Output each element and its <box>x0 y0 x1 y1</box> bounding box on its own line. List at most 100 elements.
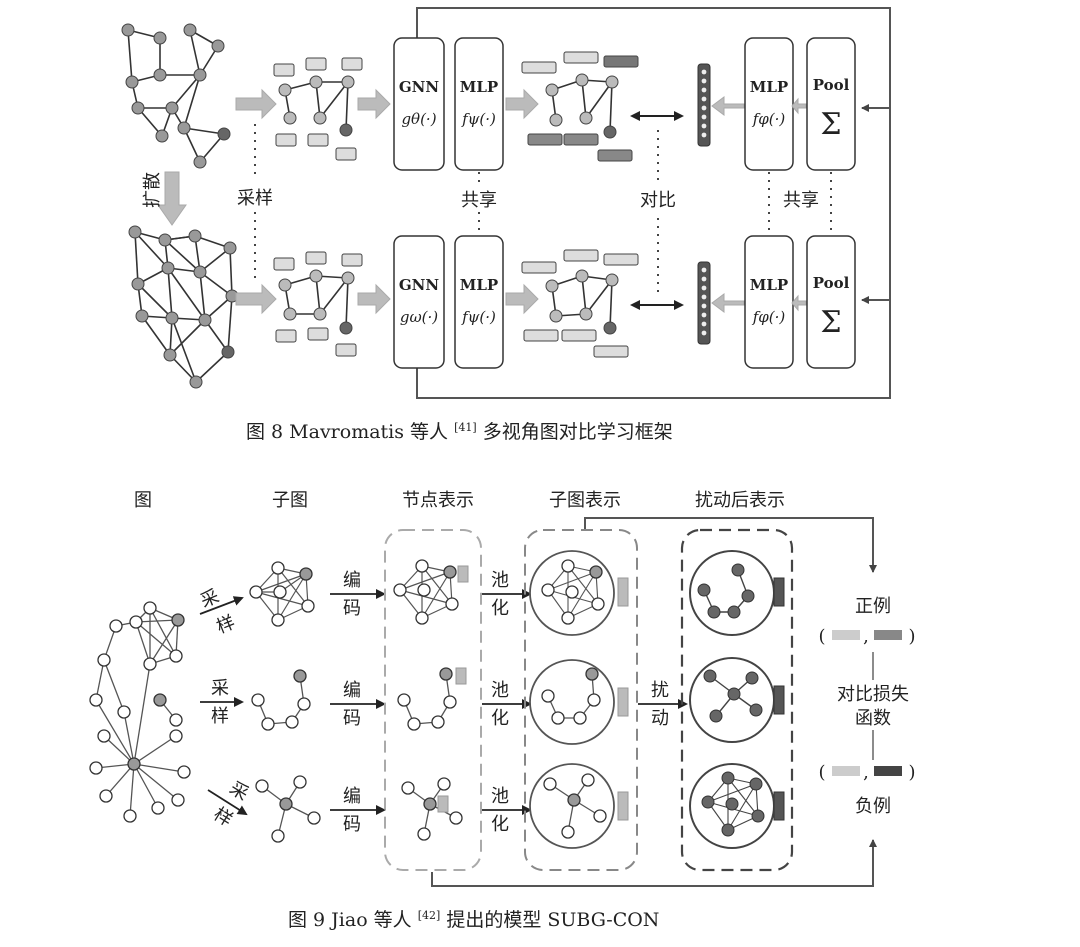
positive-pair-open: ( <box>818 626 825 647</box>
fig9-subgraph-repr-1 <box>529 550 629 636</box>
share-label-1: 共享 <box>461 190 497 211</box>
fig9-encode-top-3: 编 <box>343 786 361 807</box>
mlp-phi-bottom-title: MLP <box>750 276 788 294</box>
fig9-sample-top-1: 采 <box>198 586 223 612</box>
fig8-caption-rest: 多视角图对比学习框架 <box>483 421 673 443</box>
gnn-bottom-fn: gω(·) <box>400 308 438 326</box>
fig9-caption-rest: 提出的模型 SUBG-CON <box>446 909 659 931</box>
fig9-pool-top-1: 池 <box>491 570 509 591</box>
loss-label-1: 对比损失 <box>837 684 909 705</box>
fig9-caption-main: 图 9 Jiao 等人 <box>288 909 412 931</box>
fig9-perturbed-repr-1 <box>689 550 785 636</box>
negative-label: 负例 <box>855 796 891 817</box>
positive-pair-comma: , <box>863 626 869 647</box>
fig8-graph-vector-top <box>697 63 711 147</box>
fig8-caption-main: 图 8 Mavromatis 等人 <box>246 421 448 443</box>
fig9-sample-bottom-2: 样 <box>211 706 229 727</box>
fig9-perturbed-repr-3 <box>689 763 785 849</box>
gnn-box-bottom <box>393 235 445 369</box>
fig8-arrow-mlp-to-vector-bottom <box>711 293 745 313</box>
sample-label: 采样 <box>237 188 273 209</box>
mlp-psi-top-fn: fψ(·) <box>461 110 496 128</box>
fig9-encode-bottom-3: 码 <box>343 814 361 835</box>
negative-pair-sample <box>874 766 902 776</box>
negative-pair: ( , ) <box>818 762 915 783</box>
loss-label-2: 函数 <box>855 708 891 729</box>
fig9-bottom-link <box>431 839 877 887</box>
col-perturbed-repr: 扰动后表示 <box>695 490 785 511</box>
mlp-psi-box-top <box>454 37 504 171</box>
share-label-2: 共享 <box>783 190 819 211</box>
fig8-arrow-mlp-to-vector-top <box>711 96 745 116</box>
figure-9: 图 子图 节点表示 子图表示 扰动后表示 <box>89 490 926 931</box>
fig9-encode-top-1: 编 <box>343 570 361 591</box>
fig8-original-graph <box>127 29 225 163</box>
fig9-encode-bottom-2: 码 <box>343 708 361 729</box>
mlp-phi-top-fn: fφ(·) <box>752 110 786 128</box>
fig8-bottom-subgraph <box>273 251 363 357</box>
fig9-node-repr-box <box>384 529 482 871</box>
fig9-pool-arrows <box>482 589 532 815</box>
pool-bottom-sigma: Σ <box>820 305 841 340</box>
fig9-caption-ref: [42] <box>418 909 441 922</box>
fig8-share-bg-1 <box>456 186 502 212</box>
negative-pair-comma: , <box>863 762 869 783</box>
fig9-sample-top-3: 采 <box>226 778 252 805</box>
mlp-psi-box-bottom <box>454 235 504 369</box>
negative-pair-anchor <box>832 766 860 776</box>
gnn-top-fn: gθ(·) <box>401 110 436 128</box>
positive-pair-sample <box>874 630 902 640</box>
pool-bottom-title: Pool <box>813 274 850 292</box>
fig8-share-bg-2 <box>778 186 824 212</box>
diffuse-label: 扩散 <box>142 172 163 208</box>
col-subgraph: 子图 <box>272 490 308 511</box>
fig9-sample-arrow-1 <box>199 596 244 615</box>
col-graph: 图 <box>134 490 152 511</box>
mlp-psi-bottom-title: MLP <box>460 276 498 294</box>
fig9-perturb-bottom: 动 <box>651 708 669 729</box>
mlp-phi-box-bottom <box>744 235 794 369</box>
fig9-encode-bottom-1: 码 <box>343 598 361 619</box>
fig9-subgraph-1 <box>249 561 315 627</box>
mlp-phi-bottom-fn: fφ(·) <box>752 308 786 326</box>
fig9-subgraph-repr-box <box>524 529 638 871</box>
fig9-loss-bg <box>822 680 926 730</box>
fig9-subgraph-3 <box>255 775 321 843</box>
fig9-subgraph-2 <box>251 669 311 731</box>
fig8-embedding-graph-top <box>521 51 639 162</box>
fig9-node-repr-2 <box>397 667 467 731</box>
fig9-pool-bottom-2: 化 <box>491 708 509 729</box>
fig8-contrast-bg <box>632 186 684 212</box>
negative-pair-close: ) <box>908 762 915 783</box>
fig8-caption-ref: [41] <box>454 421 477 434</box>
figure-8: 扩散 <box>121 7 891 443</box>
fig8-arrow-pool-to-mlp-bottom <box>791 294 807 312</box>
fig9-sample-arrow-3 <box>207 789 248 816</box>
col-node-repr: 节点表示 <box>402 490 474 511</box>
fig9-pool-bottom-3: 化 <box>491 814 509 835</box>
positive-pair-anchor <box>832 630 860 640</box>
fig9-pool-bottom-1: 化 <box>491 598 509 619</box>
fig9-perturbed-repr-2 <box>689 657 785 743</box>
fig9-caption: 图 9 Jiao 等人 [42] 提出的模型 SUBG-CON <box>288 902 659 931</box>
fig9-big-graph <box>89 601 191 823</box>
col-subgraph-repr: 子图表示 <box>549 490 621 511</box>
fig9-sample-bottom-3: 样 <box>210 804 236 831</box>
fig9-subgraph-repr-3 <box>529 763 629 849</box>
fig9-perturb-top: 扰 <box>651 680 669 701</box>
fig9-subgraph-repr-2 <box>529 659 629 745</box>
pool-top-sigma: Σ <box>820 107 841 142</box>
fig9-pool-top-3: 池 <box>491 786 509 807</box>
fig8-flow-arrows <box>235 88 539 315</box>
fig9-pool-top-2: 池 <box>491 680 509 701</box>
contrast-label: 对比 <box>640 190 676 211</box>
mlp-phi-top-title: MLP <box>750 78 788 96</box>
gnn-bottom-title: GNN <box>399 276 440 294</box>
pool-box-bottom <box>806 235 856 369</box>
fig8-arrow-pool-to-mlp-top <box>791 97 807 115</box>
fig8-diffused-graph-nodes <box>128 225 239 389</box>
fig8-diffused-graph <box>134 231 233 383</box>
pool-box-top <box>806 37 856 171</box>
fig8-original-graph-nodes <box>121 23 231 169</box>
positive-pair-close: ) <box>908 626 915 647</box>
